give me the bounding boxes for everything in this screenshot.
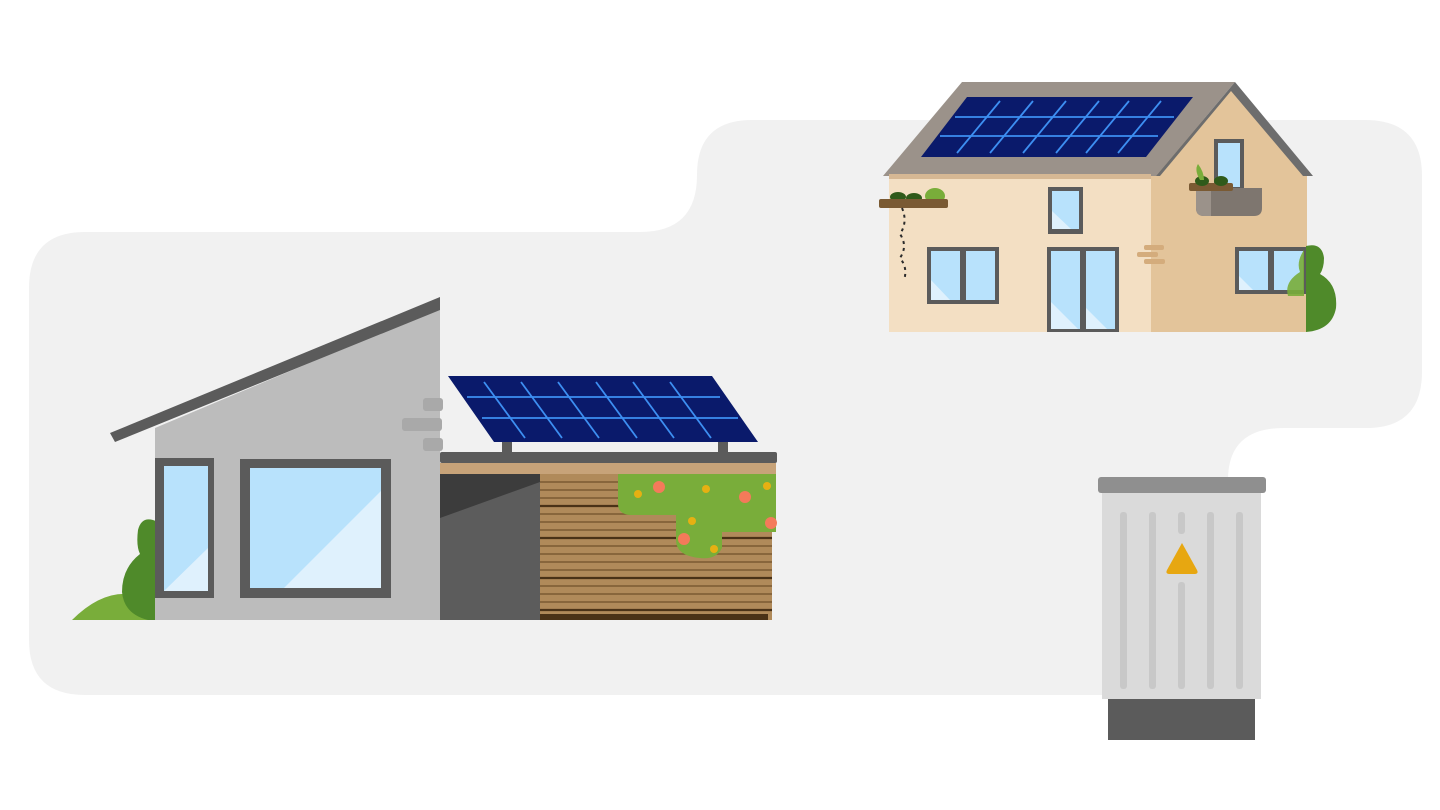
carport-opening [440, 474, 540, 620]
solar-panel [448, 376, 758, 453]
narrow-window [155, 458, 214, 598]
roof-fascia [889, 174, 1151, 179]
extension-roof [440, 452, 777, 463]
gable-bricks [1137, 245, 1165, 264]
side-bush [1287, 245, 1337, 332]
hanging-planter [879, 188, 948, 281]
left-double-window [927, 247, 999, 304]
extension-fascia [440, 463, 776, 474]
gable-roof-edge [1156, 82, 1313, 176]
roof-solar-panel [921, 97, 1193, 157]
window-box [1189, 164, 1262, 216]
small-top-window [1048, 187, 1083, 234]
large-window [240, 459, 391, 598]
carport-shadow [440, 474, 540, 518]
sloped-roof [110, 297, 440, 442]
utility-cabinet [1098, 477, 1266, 740]
patio-door [1047, 247, 1119, 332]
cabinet-vents [1120, 512, 1243, 689]
bush [122, 519, 158, 620]
cabinet-base [1108, 699, 1255, 740]
cabinet-lid [1098, 477, 1266, 493]
family-house [879, 82, 1337, 332]
modern-house [72, 297, 777, 620]
gable-window [1214, 139, 1244, 191]
climbing-plant [618, 474, 777, 559]
wall-bricks [402, 398, 443, 451]
right-double-window [1235, 247, 1307, 294]
warning-icon [1166, 543, 1198, 574]
